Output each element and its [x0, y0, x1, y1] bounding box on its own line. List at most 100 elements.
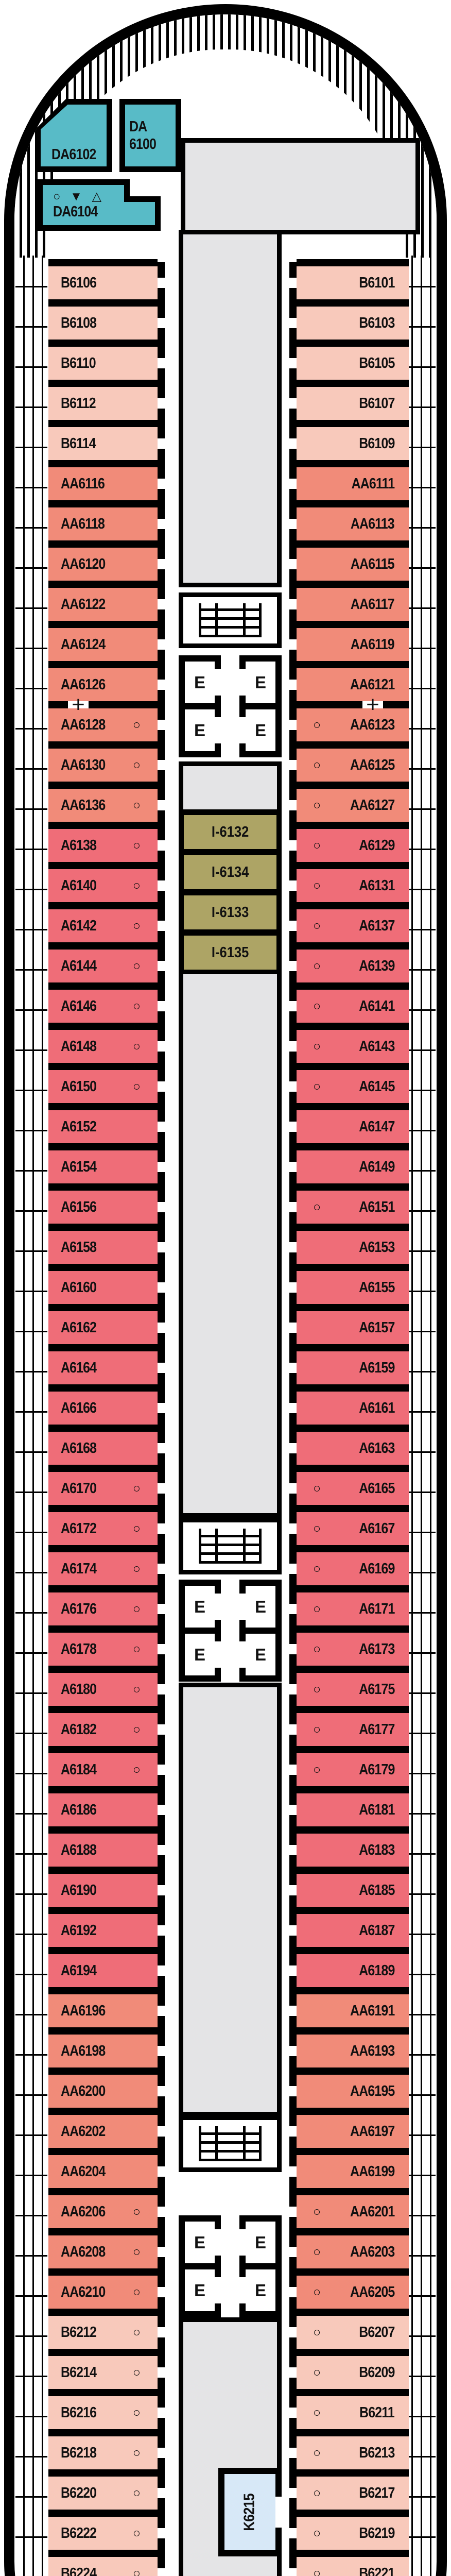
cabin-label: 6100	[129, 136, 157, 152]
elevator-cell: E	[239, 655, 282, 709]
cabin-AA6197: AA6197	[289, 2111, 409, 2152]
cabin-label: B6221	[358, 2565, 395, 2576]
cabin-A6185: A6185	[289, 1870, 409, 1911]
cabin-label: I-6133	[211, 904, 249, 921]
triple-occupancy-icon: ○	[132, 1079, 141, 1094]
cabin-A6158: A6158	[48, 1227, 165, 1268]
triple-occupancy-icon: ○	[313, 998, 321, 1013]
cabin-label: A6175	[358, 1681, 395, 1698]
cabin-label: B6109	[358, 435, 395, 452]
triple-occupancy-icon: ○	[313, 838, 321, 853]
triple-occupancy-icon: ○	[132, 918, 141, 933]
cabin-label: AA6136	[61, 796, 106, 814]
cabin-label: AA6200	[61, 2082, 106, 2099]
cabin-label: A6166	[61, 1399, 97, 1416]
elevator-cell: E	[179, 2263, 221, 2317]
cabin-label: A6188	[61, 1841, 97, 1858]
cabin-AA6121: AA6121	[289, 664, 409, 705]
cabin-AA6115: AA6115	[289, 544, 409, 585]
cabin-label: A6157	[358, 1319, 395, 1336]
cabin-label: B6217	[358, 2484, 395, 2501]
cabin-AA6119: AA6119	[289, 624, 409, 665]
cabin-label: B6211	[359, 2404, 395, 2421]
cabin-K6215: K6215	[218, 2468, 282, 2556]
cabin-AA6124: AA6124	[48, 624, 165, 665]
cabin-label: A6165	[358, 1480, 395, 1497]
cabin-AA6206: ○AA6206	[48, 2191, 165, 2232]
triple-occupancy-icon: ○	[313, 2204, 321, 2219]
cabin-label: I-6135	[211, 944, 249, 961]
cabin-label: AA6120	[61, 555, 106, 572]
cabin-label: DA	[129, 118, 147, 135]
cabin-DA6100: DA 6100	[119, 99, 181, 172]
cabin-label: A6143	[358, 1038, 395, 1055]
cabin-label: AA6191	[350, 2002, 395, 2019]
elevator-label: E	[194, 2232, 205, 2252]
elevator-label: E	[254, 2280, 266, 2300]
cabin-B6222: ○B6222	[48, 2513, 165, 2554]
stairs-icon	[199, 603, 262, 637]
triple-occupancy-icon: ○	[132, 2526, 141, 2540]
cabin-label: AA6115	[351, 555, 395, 572]
cabin-label: A6169	[358, 1560, 395, 1577]
triple-occupancy-icon: ○	[313, 2526, 321, 2540]
cabin-B6214: ○B6214	[48, 2352, 165, 2393]
triple-occupancy-icon: ○	[132, 1521, 141, 1536]
cabin-label: A6189	[358, 1962, 395, 1979]
cabin-B6106: B6106	[48, 262, 165, 303]
starboard-balcony-band	[404, 256, 436, 2576]
triple-occupancy-icon: ○	[132, 1561, 141, 1576]
triple-occupancy-icon: ○	[132, 1039, 141, 1054]
cabin-A6140: ○A6140	[48, 865, 165, 906]
cabin-label: B6106	[61, 274, 97, 291]
cabin-label: AA6118	[61, 515, 105, 532]
cabin-label: A6141	[358, 997, 395, 1014]
cabin-label: B6220	[61, 2484, 97, 2501]
cabin-B6207: ○B6207	[289, 2312, 409, 2353]
plus-glyph: +	[72, 692, 85, 717]
cabin-label: A6187	[358, 1922, 395, 1939]
elevator-cell: E	[239, 2215, 282, 2269]
cabin-B6224: ○B6224	[48, 2553, 165, 2576]
cabin-A6181: A6181	[289, 1789, 409, 1831]
cabin-label: A6185	[358, 1882, 395, 1899]
cabin-AA6193: AA6193	[289, 2030, 409, 2072]
cabin-A6147: A6147	[289, 1106, 409, 1147]
triple-occupancy-icon: ○	[132, 2566, 141, 2576]
cabin-B6108: B6108	[48, 302, 165, 344]
cabin-AA6116: AA6116	[48, 463, 165, 504]
cabin-label: A6177	[358, 1721, 395, 1738]
cabin-A6155: A6155	[289, 1267, 409, 1308]
cabin-B6109: B6109	[289, 423, 409, 464]
cabin-I-6133: I-6133	[184, 895, 276, 929]
elevator-cell: E	[179, 1628, 221, 1682]
cabin-AA6111: AA6111	[289, 463, 409, 504]
cabin-B6213: ○B6213	[289, 2432, 409, 2473]
elevator-cell: E	[239, 703, 282, 757]
stairwell-forward	[179, 592, 282, 648]
stairwell-aft	[179, 2115, 282, 2172]
cabin-label: AA6126	[61, 676, 106, 693]
cabin-label: A6156	[61, 1198, 97, 1215]
triple-occupancy-icon: ○	[313, 1762, 321, 1777]
cabin-label: A6168	[61, 1439, 97, 1456]
triple-occupancy-icon: ○	[313, 2485, 321, 2500]
cabin-label: AA6196	[61, 2002, 106, 2019]
cabin-label: A6154	[61, 1158, 97, 1175]
cabin-label: B6103	[358, 314, 395, 331]
cabin-AA6128: ○AA6128	[48, 704, 165, 745]
connecting-rooms-icon: +	[362, 692, 383, 717]
triple-occupancy-icon: ○	[313, 1079, 321, 1094]
cabin-A6151: ○A6151	[289, 1187, 409, 1228]
cabin-label: B6216	[61, 2404, 97, 2421]
cabin-AA6136: ○AA6136	[48, 785, 165, 826]
cabin-B6212: ○B6212	[48, 2312, 165, 2353]
cabin-label: B6209	[358, 2364, 395, 2381]
cabin-A6149: A6149	[289, 1146, 409, 1188]
cabin-B6105: B6105	[289, 343, 409, 384]
cabin-B6220: ○B6220	[48, 2472, 165, 2514]
corridor-segment-3	[179, 970, 282, 1518]
cabin-label: A6140	[61, 877, 97, 894]
cabin-label: A6148	[61, 1038, 97, 1055]
